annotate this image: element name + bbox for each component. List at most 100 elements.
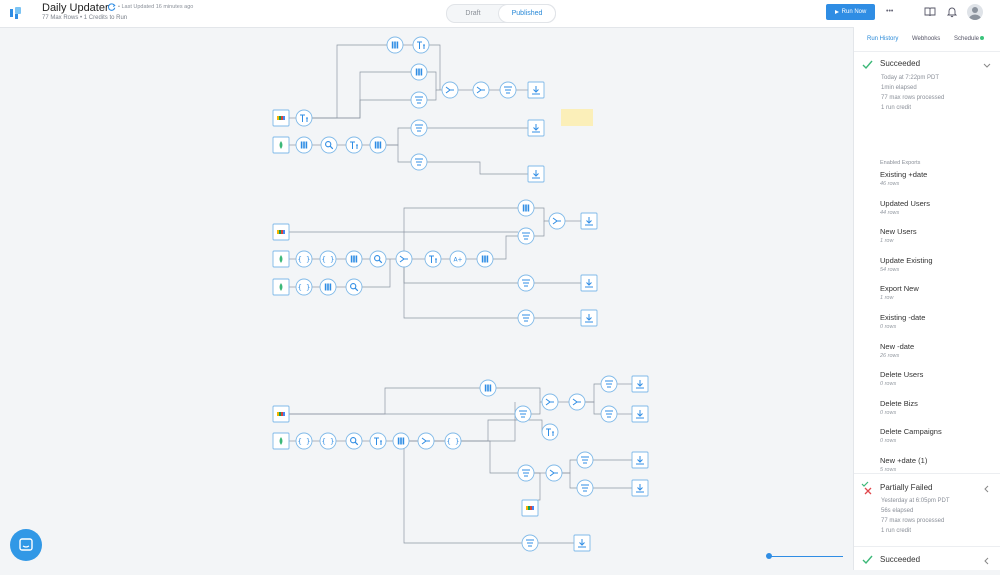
zoom-slider[interactable] [770, 556, 843, 557]
transform-step-node[interactable] [600, 375, 618, 393]
transform-step-node[interactable] [499, 81, 517, 99]
flow-title[interactable]: Daily Updater [42, 2, 109, 14]
zoom-slider-handle[interactable] [766, 553, 772, 559]
transform-step-node[interactable] [345, 250, 363, 268]
transform-step-node[interactable] [517, 464, 535, 482]
transform-step-node[interactable] [417, 432, 435, 450]
transform-step-node[interactable] [472, 81, 490, 99]
transform-step-node[interactable] [320, 136, 338, 154]
transform-step-node[interactable] [345, 278, 363, 296]
transform-step-node[interactable] [395, 250, 413, 268]
bell-icon[interactable] [947, 6, 957, 18]
export-name[interactable]: Existing -date [880, 313, 926, 322]
transform-step-node[interactable] [476, 250, 494, 268]
flow-canvas[interactable]: { } { } { } A+ { } { } { } [0, 28, 852, 570]
export-name[interactable]: Delete Bizs [880, 398, 918, 408]
transform-step-node[interactable] [441, 81, 459, 99]
transform-step-node[interactable]: { } [295, 278, 313, 296]
export-name[interactable]: Delete Users [880, 370, 924, 380]
import-step-node[interactable] [272, 250, 290, 268]
transform-step-node[interactable] [412, 36, 430, 54]
transform-step-node[interactable] [545, 464, 563, 482]
transform-step-node[interactable]: { } [319, 250, 337, 268]
chevron-left-icon[interactable] [983, 485, 989, 493]
export-step-node[interactable] [580, 309, 598, 327]
transform-step-node[interactable] [517, 227, 535, 245]
transform-step-node[interactable] [548, 212, 566, 230]
transform-step-node[interactable] [410, 153, 428, 171]
export-step-node[interactable] [527, 81, 545, 99]
run-entry[interactable]: Succeeded [854, 547, 1000, 570]
run-entry-expanded[interactable]: Succeeded Today at 7:22pm PDT 1min elaps… [854, 51, 1000, 473]
book-icon[interactable] [924, 7, 936, 17]
transform-step-node[interactable]: { } [444, 432, 462, 450]
transform-step-node[interactable] [600, 405, 618, 423]
transform-step-node[interactable] [369, 136, 387, 154]
transform-step-node[interactable] [541, 423, 559, 441]
transform-step-node[interactable] [576, 451, 594, 469]
transform-step-node[interactable] [541, 393, 559, 411]
transform-step-node[interactable] [410, 119, 428, 137]
transform-step-node[interactable] [517, 199, 535, 217]
transform-step-node[interactable] [369, 250, 387, 268]
published-tab[interactable]: Published [499, 5, 555, 22]
refresh-icon[interactable] [108, 3, 116, 11]
import-step-node[interactable] [272, 432, 290, 450]
flow-diagram[interactable]: { } { } { } A+ { } { } { } [0, 28, 852, 570]
import-step-node[interactable] [272, 223, 290, 241]
transform-step-node[interactable] [345, 432, 363, 450]
transform-step-node[interactable]: { } [295, 432, 313, 450]
transform-step-node[interactable] [517, 274, 535, 292]
chat-launcher-button[interactable] [10, 529, 42, 561]
transform-step-node[interactable] [295, 109, 313, 127]
transform-step-node[interactable]: { } [295, 250, 313, 268]
transform-step-node[interactable] [521, 534, 539, 552]
transform-step-node[interactable] [410, 63, 428, 81]
tab-webhooks[interactable]: Webhooks [912, 36, 941, 42]
export-step-node[interactable] [573, 534, 591, 552]
transform-step-node[interactable] [576, 479, 594, 497]
export-name[interactable]: Updated Users [880, 198, 931, 208]
export-name[interactable]: Export New [880, 284, 919, 294]
export-name[interactable]: Update Existing [880, 255, 933, 265]
export-step-node[interactable] [527, 119, 545, 137]
tab-schedule[interactable]: Schedule [954, 36, 985, 42]
transform-step-node[interactable] [568, 393, 586, 411]
import-step-node[interactable] [272, 278, 290, 296]
sticky-note[interactable] [561, 109, 593, 126]
export-step-node[interactable] [631, 405, 649, 423]
transform-step-node[interactable] [345, 136, 363, 154]
transform-step-node[interactable] [514, 405, 532, 423]
draft-tab[interactable]: Draft [465, 10, 481, 17]
import-step-node[interactable] [521, 499, 539, 517]
import-step-node[interactable] [272, 109, 290, 127]
export-name[interactable]: New -date [880, 341, 915, 351]
import-step-node[interactable] [272, 136, 290, 154]
transform-step-node[interactable]: { } [319, 432, 337, 450]
transform-step-node[interactable] [392, 432, 410, 450]
export-name[interactable]: New +date (1) [880, 456, 928, 465]
export-step-node[interactable] [580, 212, 598, 230]
export-step-node[interactable] [631, 451, 649, 469]
run-entry[interactable]: Partially Failed Yesterday at 6:05pm PDT… [854, 474, 1000, 546]
transform-step-node[interactable] [479, 379, 497, 397]
more-options-icon[interactable]: ••• [886, 8, 894, 15]
transform-step-node[interactable] [319, 278, 337, 296]
export-name[interactable]: Existing +date [880, 170, 928, 179]
export-name[interactable]: Delete Campaigns [880, 427, 942, 437]
export-step-node[interactable] [631, 375, 649, 393]
transform-step-node[interactable] [517, 309, 535, 327]
run-now-button[interactable]: Run Now [826, 4, 875, 20]
import-step-node[interactable] [272, 405, 290, 423]
transform-step-node[interactable] [424, 250, 442, 268]
tab-run-history[interactable]: Run History [867, 36, 899, 42]
transform-step-node[interactable] [410, 91, 428, 109]
transform-step-node[interactable] [369, 432, 387, 450]
transform-step-node[interactable]: A+ [449, 250, 467, 268]
export-step-node[interactable] [580, 274, 598, 292]
transform-step-node[interactable] [295, 136, 313, 154]
export-name[interactable]: New Users [880, 227, 917, 237]
parabola-logo[interactable] [9, 6, 25, 20]
export-step-node[interactable] [527, 165, 545, 183]
export-step-node[interactable] [631, 479, 649, 497]
